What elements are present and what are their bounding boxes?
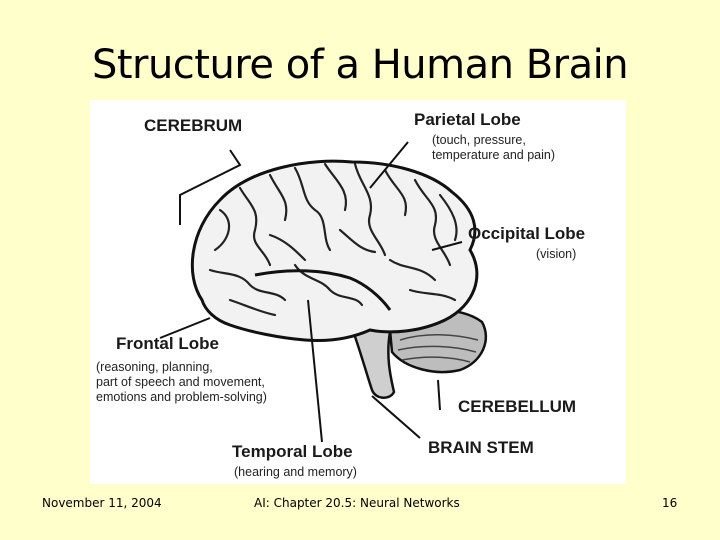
slide-title: Structure of a Human Brain bbox=[91, 42, 629, 88]
label-parietal-desc-1: (touch, pressure, bbox=[432, 133, 526, 147]
brain-stem-shape bbox=[350, 326, 396, 399]
label-frontal-desc-1: (reasoning, planning, bbox=[96, 360, 213, 374]
label-temporal-lobe: Temporal Lobe bbox=[232, 442, 353, 461]
label-occipital-desc: (vision) bbox=[536, 247, 577, 261]
label-cerebrum: CEREBRUM bbox=[144, 116, 243, 135]
label-frontal-desc-3: emotions and problem-solving) bbox=[96, 390, 267, 404]
label-temporal-desc: (hearing and memory) bbox=[234, 465, 357, 479]
label-occipital-lobe: Occipital Lobe bbox=[468, 224, 586, 243]
brain-diagram: CEREBRUM Parietal Lobe (touch, pressure,… bbox=[90, 100, 626, 484]
label-parietal-lobe: Parietal Lobe bbox=[414, 110, 521, 129]
footer-course: AI: Chapter 20.5: Neural Networks bbox=[254, 496, 460, 510]
brain-illustration bbox=[159, 141, 488, 443]
label-frontal-lobe: Frontal Lobe bbox=[116, 334, 219, 353]
cerebrum-shape bbox=[190, 159, 479, 342]
footer-date: November 11, 2004 bbox=[42, 496, 162, 510]
label-brain-stem: BRAIN STEM bbox=[428, 438, 534, 457]
footer-page-number: 16 bbox=[662, 496, 678, 510]
label-frontal-desc-2: part of speech and movement, bbox=[96, 375, 265, 389]
label-parietal-desc-2: temperature and pain) bbox=[432, 148, 555, 162]
label-cerebellum: CEREBELLUM bbox=[458, 397, 577, 416]
